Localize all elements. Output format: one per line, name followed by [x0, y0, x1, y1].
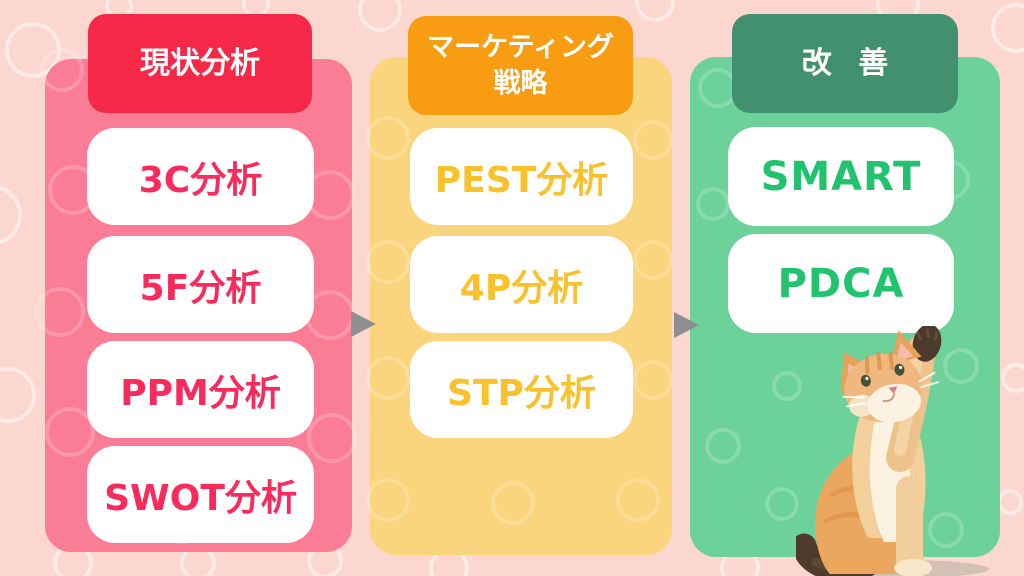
cat-image — [796, 326, 989, 576]
column-header-label: 現状分析 — [140, 46, 260, 81]
item-pest-analysis: PEST分析 — [410, 128, 633, 225]
decor-ring — [991, 3, 1024, 53]
item-label: SMART — [760, 153, 922, 200]
item-label: PPM分析 — [120, 372, 281, 414]
item-label: SWOT分析 — [104, 477, 297, 519]
item-pdca: PDCA — [728, 234, 954, 333]
arrow-right-icon — [674, 312, 699, 338]
column-header-current-analysis: 現状分析 — [88, 14, 312, 113]
item-label: 3C分析 — [138, 159, 263, 201]
item-ppm-analysis: PPM分析 — [87, 341, 314, 438]
item-label: 4P分析 — [459, 267, 584, 309]
item-4p-analysis: 4P分析 — [410, 236, 633, 333]
column-header-improvement: 改 善 — [732, 14, 958, 113]
column-header-line2: 戦略 — [493, 67, 548, 99]
item-label: 5F分析 — [139, 267, 262, 309]
item-label: STP分析 — [447, 372, 596, 414]
item-swot-analysis: SWOT分析 — [87, 446, 314, 543]
decor-ring — [0, 367, 36, 423]
arrow-right-icon — [351, 311, 376, 337]
item-5f-analysis: 5F分析 — [87, 236, 314, 333]
item-stp-analysis: STP分析 — [410, 341, 633, 438]
decor-ring — [635, 0, 675, 22]
decor-ring — [0, 185, 22, 245]
item-label: PEST分析 — [434, 159, 609, 201]
item-smart: SMART — [728, 127, 954, 226]
item-3c-analysis: 3C分析 — [87, 128, 314, 225]
item-label: PDCA — [777, 260, 905, 307]
decor-ring — [358, 0, 402, 32]
column-header-marketing-strategy: マーケティング 戦略 — [408, 16, 633, 115]
column-header-line1: マーケティング — [427, 32, 614, 64]
column-header-label: 改 善 — [801, 46, 897, 81]
